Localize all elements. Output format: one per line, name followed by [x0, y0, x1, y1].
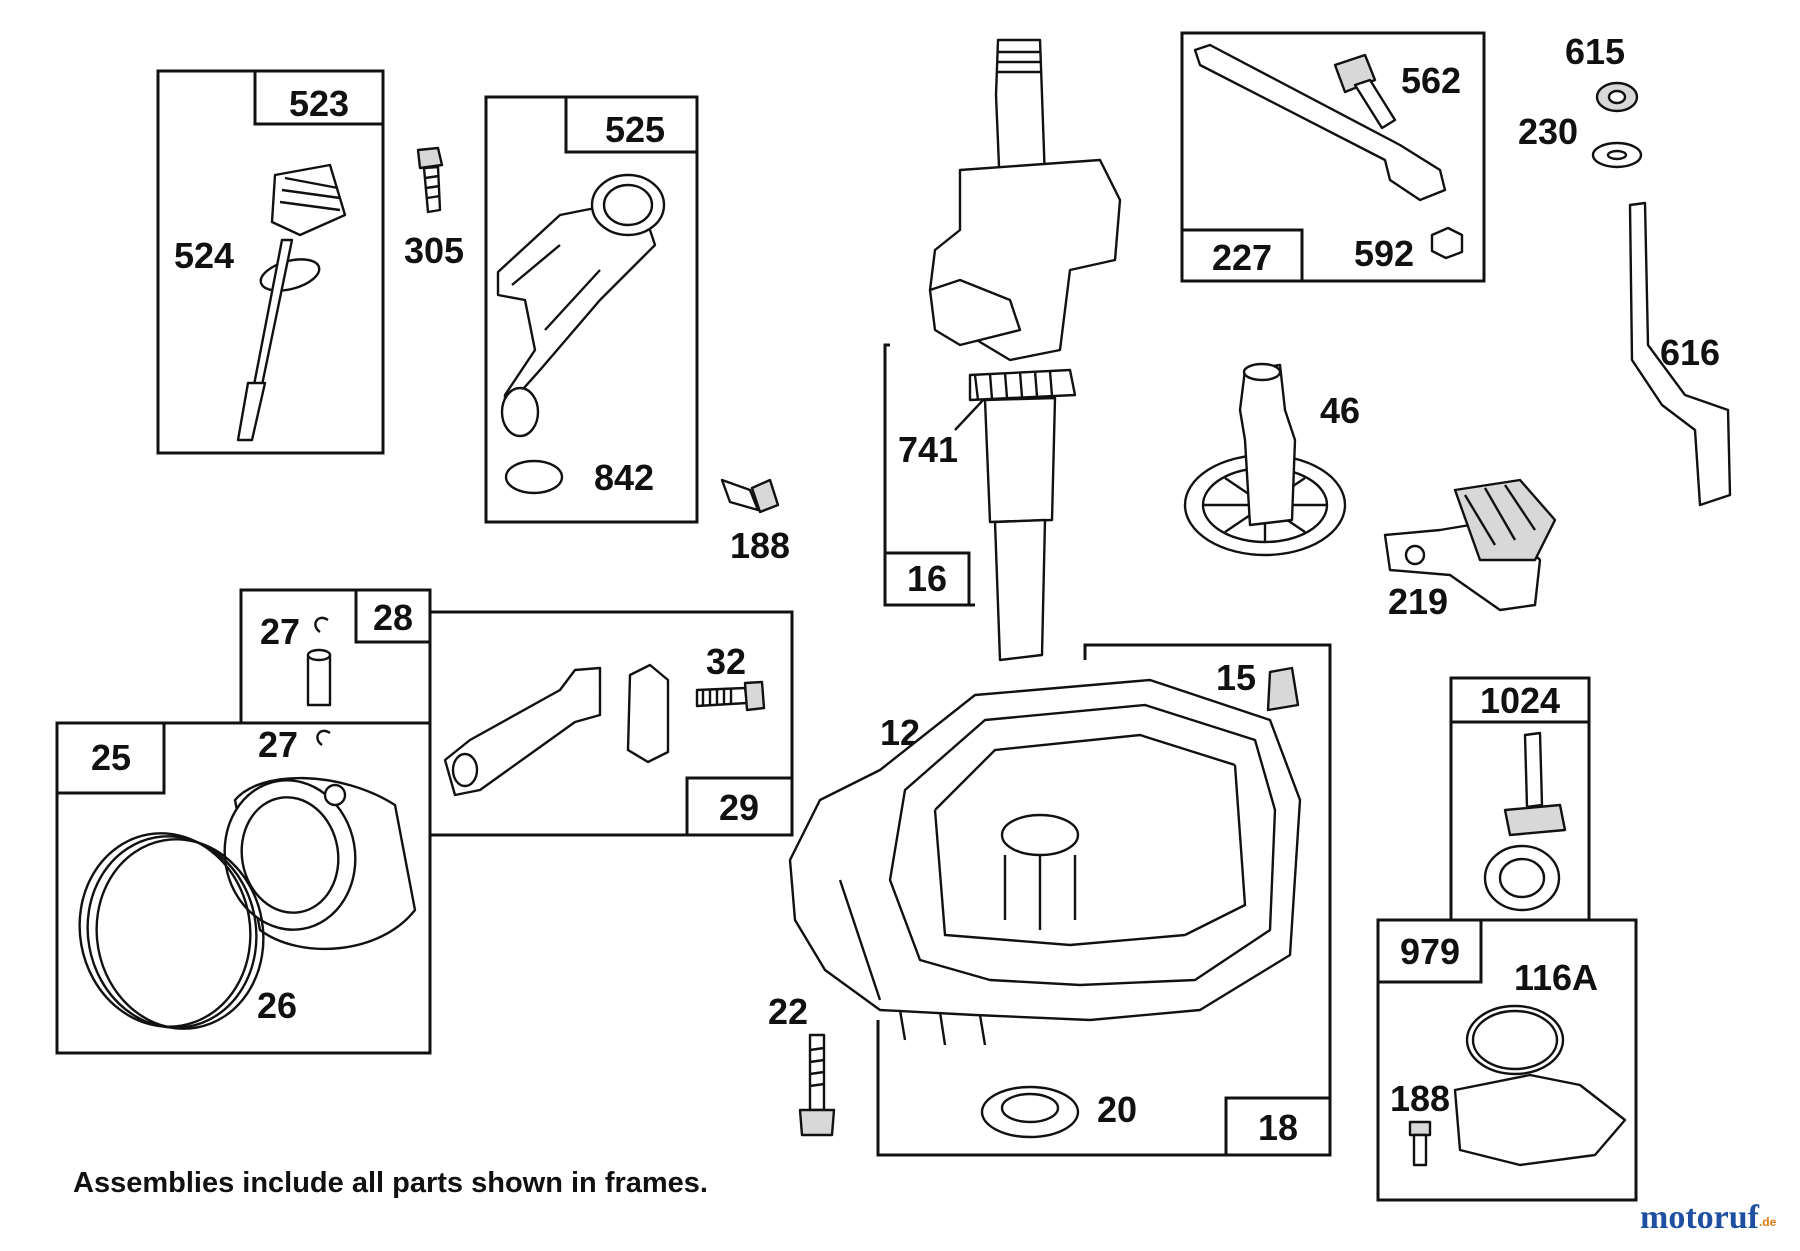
- dipstick-icon: [236, 163, 347, 442]
- label-22: 22: [768, 991, 808, 1032]
- frame-979: [1376, 918, 1638, 1202]
- label-741: 741: [898, 429, 958, 470]
- label-26: 26: [257, 985, 297, 1026]
- sump-assembly: 18 15 12 20: [788, 643, 1332, 1157]
- label-592: 592: [1354, 233, 1414, 274]
- nut-icon: [1430, 226, 1464, 260]
- frame-523-tag: [253, 69, 385, 126]
- o-ring-842: [504, 459, 564, 495]
- bolt-22: 22: [768, 991, 836, 1137]
- frame-29-tag: [685, 776, 794, 837]
- frame-1024-tag: [1449, 676, 1591, 724]
- oil-pump-icon: [1483, 731, 1567, 912]
- label-230: 230: [1518, 111, 1578, 152]
- frame-525-tag: [564, 95, 699, 154]
- oil-pump-cover-assembly: 979 116A 188: [1376, 918, 1638, 1202]
- clip-icon: [316, 729, 331, 746]
- label-227: 227: [1212, 237, 1272, 278]
- label-219: 219: [1388, 581, 1448, 622]
- bolt-icon: [798, 1033, 836, 1137]
- label-305: 305: [404, 230, 464, 271]
- washers-615-230: 615 230: [1518, 31, 1643, 169]
- screw-icon: [1408, 1120, 1432, 1167]
- label-46: 46: [1320, 390, 1360, 431]
- label-616: 616: [1660, 332, 1720, 373]
- svg-text:motoruf.de: motoruf.de: [1640, 1199, 1777, 1236]
- dipstick-assembly: 523 524: [156, 69, 385, 455]
- cover-plate-icon: [1453, 1073, 1627, 1167]
- label-32: 32: [706, 641, 746, 682]
- label-27-bottom: 27: [258, 724, 298, 765]
- governor-shaft-616: 616: [1628, 201, 1732, 507]
- crankshaft-assembly: 16 741: [883, 38, 1122, 662]
- governor-icon: [1383, 478, 1557, 612]
- label-562: 562: [1401, 60, 1461, 101]
- frame-29: [430, 610, 794, 837]
- label-188-top: 188: [730, 525, 790, 566]
- crankshaft-icon: [928, 38, 1122, 662]
- frame-227-tag: [1180, 228, 1304, 283]
- label-615: 615: [1565, 31, 1625, 72]
- label-525: 525: [605, 109, 665, 150]
- camshaft-gear-icon: [1183, 362, 1347, 557]
- label-979: 979: [1400, 931, 1460, 972]
- label-27-top: 27: [260, 611, 300, 652]
- frame-25: [55, 721, 432, 1055]
- governor-219: 219: [1383, 478, 1557, 622]
- label-523: 523: [289, 83, 349, 124]
- gasket-icon: [1465, 1004, 1565, 1076]
- watermark-text: motoruf: [1640, 1199, 1760, 1236]
- frame-18-tag: [1224, 1096, 1332, 1157]
- label-28: 28: [373, 597, 413, 638]
- label-842: 842: [594, 457, 654, 498]
- piston-pin-assembly: 28 27: [239, 588, 432, 723]
- frame-227: [1180, 31, 1486, 283]
- oil-pump-assembly: 1024: [1449, 676, 1591, 922]
- label-16: 16: [907, 558, 947, 599]
- oil-fill-tube-assembly: 525 842: [484, 95, 699, 524]
- frame-28: [239, 588, 432, 723]
- screw-icon: [720, 478, 780, 514]
- sump-icon: [788, 678, 1302, 1046]
- label-116A: 116A: [1514, 957, 1598, 998]
- connecting-rod-icon: [443, 663, 670, 797]
- assemblies-note: Assemblies include all parts shown in fr…: [73, 1167, 708, 1199]
- label-188-bottom: 188: [1390, 1078, 1450, 1119]
- frame-28-tag: [354, 588, 432, 644]
- plug-icon: [1266, 666, 1300, 712]
- frame-16-tag: [883, 551, 971, 607]
- camshaft-46: 46: [1183, 362, 1360, 557]
- pin-icon: [306, 653, 332, 707]
- label-18: 18: [1258, 1107, 1298, 1148]
- ring-icon: [78, 832, 265, 1030]
- label-29: 29: [719, 787, 759, 828]
- frame-25-tag: [55, 721, 166, 795]
- label-15: 15: [1216, 657, 1256, 698]
- connecting-rod-assembly: 29 32: [430, 610, 794, 837]
- screw-305: 305: [404, 146, 464, 271]
- clip-icon: [314, 616, 329, 633]
- watermark-suffix: .de: [1759, 1215, 1777, 1229]
- watermark: motoruf.de: [1640, 1199, 1777, 1236]
- fill-tube-icon: [496, 173, 666, 438]
- frame-979-tag: [1376, 918, 1483, 984]
- label-20: 20: [1097, 1089, 1137, 1130]
- piston-assembly: 25 27 26: [55, 721, 432, 1055]
- screw-188-top: 188: [720, 478, 790, 566]
- governor-link-icon: [1193, 43, 1447, 202]
- label-524: 524: [174, 235, 234, 276]
- screw-562-icon: [1333, 53, 1397, 130]
- bolt-icon: [695, 680, 766, 712]
- governor-link-assembly: 227 562 592: [1180, 31, 1486, 283]
- frame-18: [876, 643, 1332, 1157]
- label-25: 25: [91, 737, 131, 778]
- screw-icon: [416, 146, 444, 214]
- seal-icon: [980, 1085, 1080, 1139]
- governor-shaft-icon: [1628, 201, 1732, 507]
- label-1024: 1024: [1480, 680, 1560, 721]
- piston-icon: [223, 776, 417, 951]
